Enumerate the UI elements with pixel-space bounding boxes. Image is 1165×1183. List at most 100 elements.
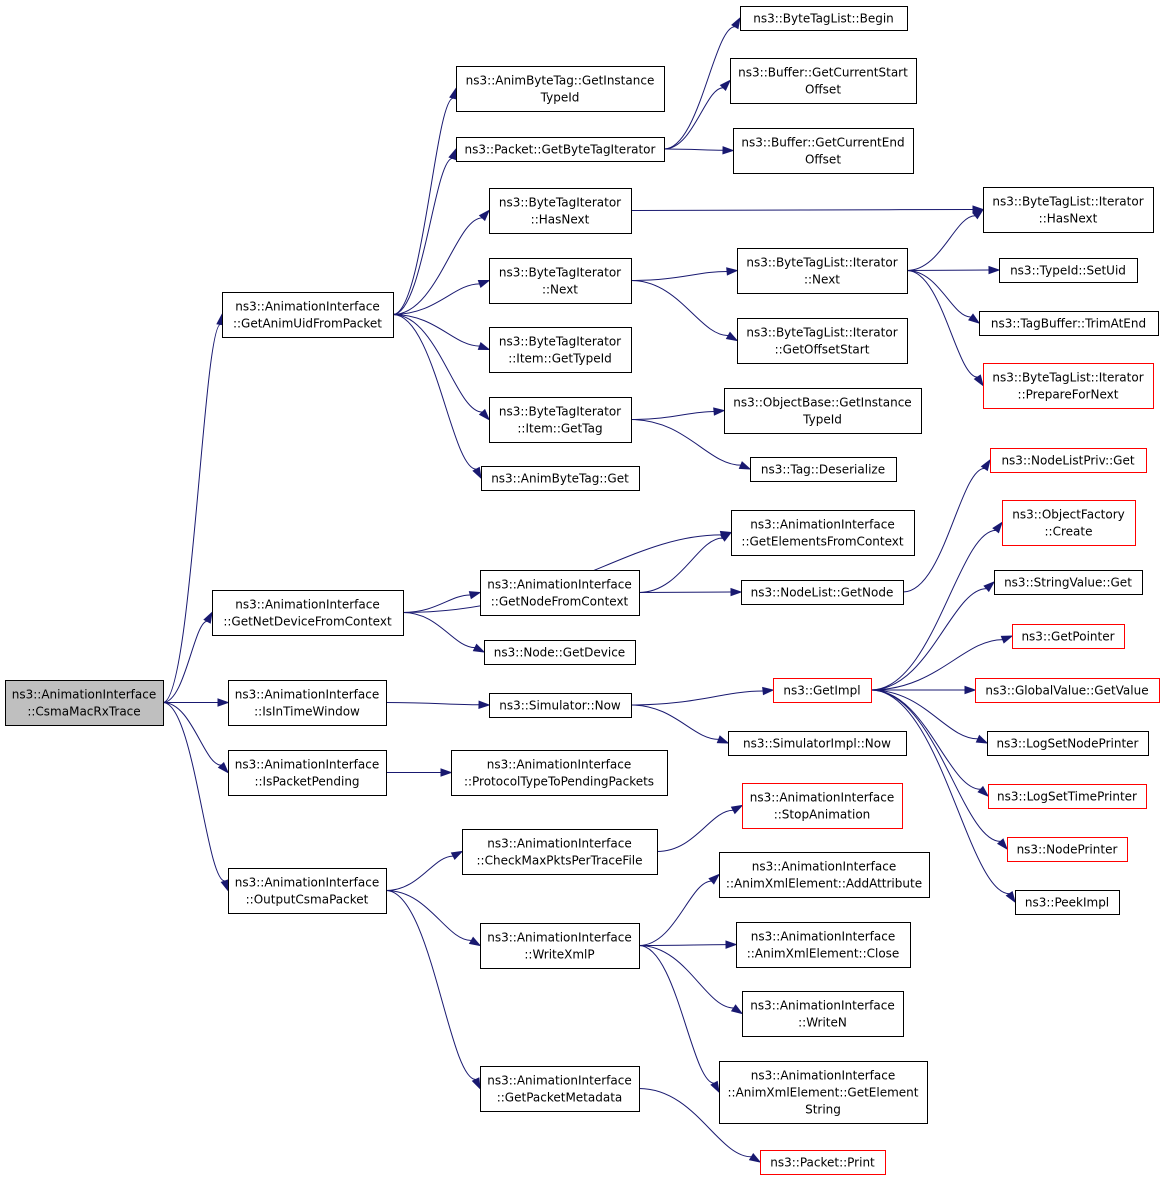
call-edge-n0-n4 (162, 702, 230, 774)
function-node-n37[interactable]: ns3::LogSetTimePrinter (988, 784, 1147, 809)
function-node-n33[interactable]: ns3::Simulator::Now (489, 693, 632, 718)
node-label: ::Item::GetTag (517, 422, 602, 436)
function-node-n16[interactable]: ns3::ByteTagList::Iterator::HasNext (983, 187, 1154, 233)
function-node-n44[interactable]: ns3::AnimationInterface::AnimXmlElement:… (719, 852, 930, 898)
function-node-n18[interactable]: ns3::ByteTagList::Iterator::GetOffsetSta… (737, 318, 908, 364)
call-edge-n7-n15 (663, 146, 735, 155)
edge-line (392, 314, 480, 347)
node-label: ns3::Simulator::Now (499, 699, 621, 713)
node-box (222, 292, 394, 338)
function-node-n35[interactable]: ns3::SimulatorImpl::Now (728, 731, 907, 756)
arrowhead-icon (478, 209, 491, 222)
arrowhead-icon (478, 408, 491, 421)
node-label: ::Next (804, 273, 840, 287)
function-node-n5[interactable]: ns3::AnimationInterface::OutputCsmaPacke… (228, 868, 387, 914)
node-label: ns3::AnimByteTag::GetInstance (466, 74, 655, 88)
function-node-n8[interactable]: ns3::ByteTagIterator::HasNext (489, 188, 632, 234)
function-node-n28[interactable]: ns3::NodeListPriv::Get (990, 448, 1147, 473)
call-edge-n17-n19 (906, 265, 1001, 275)
node-label: ns3::AnimationInterface (487, 758, 631, 772)
function-node-n1[interactable]: ns3::AnimationInterface::GetAnimUidFromP… (222, 292, 394, 338)
function-node-n26[interactable]: ns3::Node::GetDevice (484, 640, 636, 665)
function-node-n11[interactable]: ns3::ByteTagIterator::Item::GetTag (489, 397, 632, 443)
function-node-n3[interactable]: ns3::AnimationInterface::IsInTimeWindow (228, 680, 387, 726)
node-label: ns3::Packet::Print (770, 1156, 875, 1170)
function-node-n40[interactable]: ns3::AnimationInterface::ProtocolTypeToP… (451, 750, 668, 796)
node-label: ::AnimXmlElement::AddAttribute (726, 877, 922, 891)
call-edge-n34-n36 (870, 689, 989, 744)
function-node-n7[interactable]: ns3::Packet::GetByteTagIterator (456, 137, 665, 162)
function-node-n20[interactable]: ns3::TagBuffer::TrimAtEnd (979, 311, 1159, 336)
node-label: ns3::GetPointer (1021, 630, 1114, 644)
node-label: ns3::NodePrinter (1017, 843, 1118, 857)
function-node-n0[interactable]: ns3::AnimationInterface::CsmaMacRxTrace (5, 680, 164, 726)
call-edge-n9-n17 (630, 267, 739, 281)
node-label: ns3::ByteTagIterator (499, 405, 621, 419)
function-node-n49[interactable]: ns3::Packet::Print (760, 1150, 886, 1175)
edge-line (402, 594, 471, 613)
call-edge-n1-n7 (392, 147, 457, 315)
function-node-n23[interactable]: ns3::Tag::Deserialize (750, 457, 897, 482)
function-node-n24[interactable]: ns3::AnimationInterface::GetElementsFrom… (731, 510, 915, 556)
function-node-n34[interactable]: ns3::GetImpl (773, 678, 872, 703)
node-box (456, 137, 665, 162)
function-node-n39[interactable]: ns3::PeekImpl (1015, 890, 1120, 915)
node-label: ::AnimXmlElement::Close (747, 947, 900, 961)
function-node-n36[interactable]: ns3::LogSetNodePrinter (987, 731, 1149, 756)
function-node-n42[interactable]: ns3::AnimationInterface::StopAnimation (742, 783, 903, 829)
node-box (489, 327, 632, 373)
function-node-n13[interactable]: ns3::ByteTagList::Begin (740, 6, 908, 31)
node-label: ns3::AnimationInterface (752, 860, 896, 874)
call-edge-n17-n16 (906, 208, 985, 271)
node-box (489, 397, 632, 443)
arrowhead-icon (968, 313, 981, 324)
function-node-n2[interactable]: ns3::AnimationInterface::GetNetDeviceFro… (212, 590, 404, 636)
node-box (719, 1061, 928, 1124)
call-edge-n11-n23 (630, 419, 752, 470)
node-label: ::GetNetDeviceFromContext (223, 615, 392, 629)
node-box (728, 731, 907, 756)
function-node-n27[interactable]: ns3::NodeList::GetNode (741, 580, 904, 605)
node-label: ns3::AnimationInterface (751, 1069, 895, 1083)
node-layer: ns3::AnimationInterface::CsmaMacRxTracen… (5, 6, 1160, 1175)
function-node-n10[interactable]: ns3::ByteTagIterator::Item::GetTypeId (489, 327, 632, 373)
function-node-n21[interactable]: ns3::ByteTagList::Iterator::PrepareForNe… (983, 363, 1154, 409)
call-edge-n43-n47 (638, 945, 720, 1094)
edge-line (385, 702, 480, 706)
function-node-n30[interactable]: ns3::StringValue::Get (994, 570, 1143, 595)
function-node-n46[interactable]: ns3::AnimationInterface::WriteN (742, 991, 904, 1037)
node-label: ns3::ByteTagList::Iterator (746, 326, 897, 340)
node-label: ::GetPacketMetadata (497, 1091, 623, 1105)
call-edge-n1-n8 (392, 209, 491, 315)
function-node-n45[interactable]: ns3::AnimationInterface::AnimXmlElement:… (736, 922, 911, 968)
arrowhead-icon (472, 643, 486, 653)
function-node-n48[interactable]: ns3::AnimationInterface::GetPacketMetada… (480, 1066, 640, 1112)
arrowhead-icon (722, 146, 735, 155)
node-box (451, 750, 668, 796)
arrowhead-icon (220, 879, 229, 892)
node-label: ns3::AnimationInterface (487, 931, 631, 945)
function-node-n38[interactable]: ns3::NodePrinter (1007, 837, 1128, 862)
function-node-n19[interactable]: ns3::TypeId::SetUid (999, 258, 1138, 283)
function-node-n17[interactable]: ns3::ByteTagList::Iterator::Next (737, 248, 908, 294)
call-edge-n5-n43 (385, 890, 482, 947)
edge-line (402, 612, 476, 649)
node-label: ::IsPacketPending (254, 775, 359, 789)
function-node-n12[interactable]: ns3::AnimByteTag::Get (481, 466, 640, 491)
function-node-n41[interactable]: ns3::AnimationInterface::CheckMaxPktsPer… (462, 829, 658, 875)
arrowhead-icon (730, 587, 743, 597)
function-node-n43[interactable]: ns3::AnimationInterface::WriteXmlP (480, 923, 640, 969)
function-node-n4[interactable]: ns3::AnimationInterface::IsPacketPending (228, 750, 387, 796)
function-node-n47[interactable]: ns3::AnimationInterface::AnimXmlElement:… (719, 1061, 928, 1124)
node-label: ::Create (1045, 525, 1093, 539)
function-node-n25[interactable]: ns3::AnimationInterface::GetNodeFromCont… (480, 570, 640, 616)
call-edge-n34-n32 (870, 685, 977, 695)
function-node-n31[interactable]: ns3::GetPointer (1012, 624, 1125, 649)
function-node-n29[interactable]: ns3::ObjectFactory::Create (1002, 500, 1136, 546)
function-node-n9[interactable]: ns3::ByteTagIterator::Next (489, 258, 632, 304)
function-node-n32[interactable]: ns3::GlobalValue::GetValue (975, 678, 1160, 703)
